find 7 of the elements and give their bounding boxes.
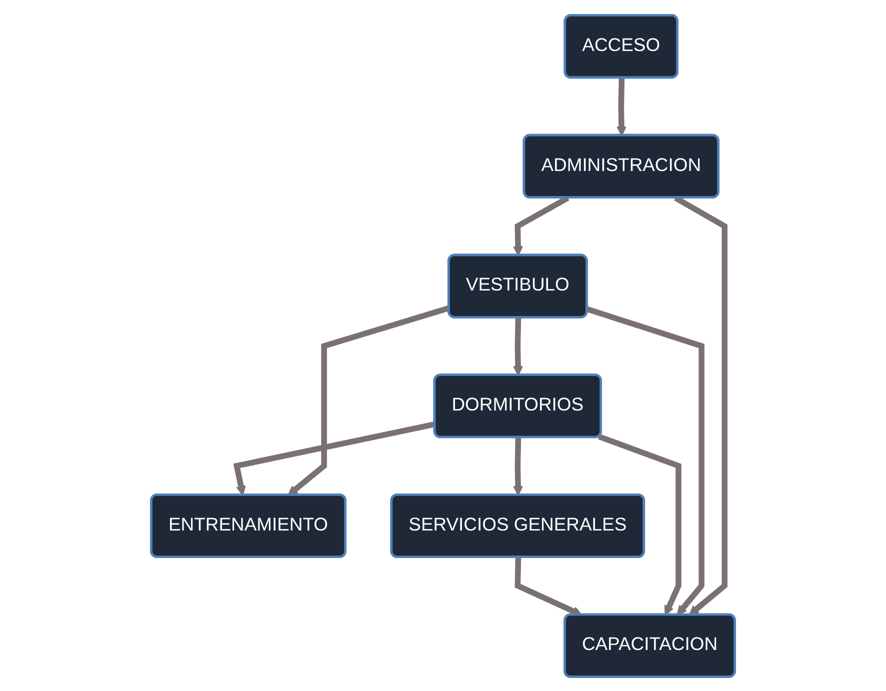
- arrow: [512, 317, 524, 376]
- arrow: [288, 304, 450, 496]
- arrow: [598, 433, 682, 616]
- arrow: [512, 437, 524, 496]
- arrow: [586, 306, 704, 616]
- arrow: [616, 77, 627, 136]
- arrow: [514, 556, 582, 616]
